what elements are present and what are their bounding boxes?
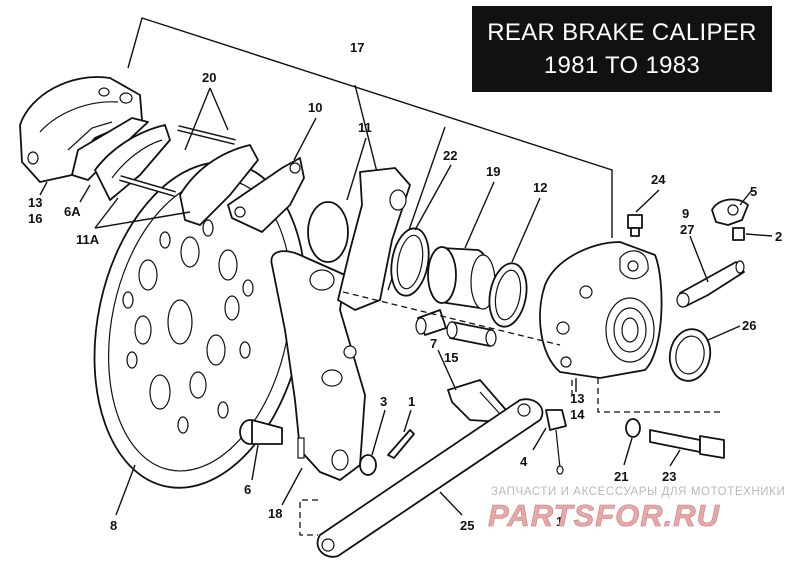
- callout-13-inner: 13: [570, 391, 584, 406]
- callout-leaders: [39, 87, 773, 516]
- callout-19: 19: [486, 164, 500, 179]
- caliper-mounting-bracket: [270, 250, 366, 481]
- pivot-pin: [239, 419, 283, 445]
- callout-14: 14: [570, 407, 585, 422]
- bushings: [415, 309, 497, 347]
- small-washer-pin: [359, 429, 415, 476]
- callout-22: 22: [443, 148, 457, 163]
- callout-labels: 17 20 10 11 22 19 12 24 5 2 9 27 26 13 1…: [28, 40, 782, 533]
- callout-21: 21: [614, 469, 628, 484]
- watermark-caption: ЗАПЧАСТИ И АКСЕССУАРЫ ДЛЯ МОТОТЕХНИКИ: [491, 486, 785, 498]
- piston-plug: [307, 201, 349, 263]
- caliper-body: [309, 167, 411, 311]
- callout-12: 12: [533, 180, 547, 195]
- brake-hose: [676, 260, 745, 308]
- callout-16: 16: [28, 211, 42, 226]
- callout-24: 24: [651, 172, 666, 187]
- callout-5: 5: [750, 184, 757, 199]
- callout-20: 20: [202, 70, 216, 85]
- callout-25: 25: [460, 518, 474, 533]
- callout-10: 10: [308, 100, 322, 115]
- watermark: ЗАПЧАСТИ И АКСЕССУАРЫ ДЛЯ МОТОТЕХНИКИ PA…: [488, 486, 785, 533]
- callout-6: 6: [244, 482, 251, 497]
- title-line-1: REAR BRAKE CALIPER: [487, 19, 757, 46]
- callout-9: 9: [682, 206, 689, 221]
- piston: [427, 246, 496, 310]
- callout-11: 11: [358, 120, 372, 135]
- inner-caliper-housing: [539, 241, 663, 379]
- callout-23: 23: [662, 469, 676, 484]
- callout-17: 17: [350, 40, 364, 55]
- hose-clamp: [711, 198, 749, 241]
- callout-1-lower: 1: [556, 514, 563, 529]
- callout-6a: 6A: [64, 204, 81, 219]
- gasket: [668, 328, 712, 382]
- title-line-2: 1981 TO 1983: [543, 52, 701, 79]
- callout-3: 3: [380, 394, 387, 409]
- assembly-dash-lines: [299, 291, 720, 536]
- castle-nut: [545, 409, 567, 475]
- callout-4: 4: [520, 454, 528, 469]
- callout-2: 2: [775, 229, 782, 244]
- callout-26: 26: [742, 318, 756, 333]
- torque-arm: [316, 398, 544, 558]
- callout-15: 15: [444, 350, 458, 365]
- callout-27: 27: [680, 222, 694, 237]
- watermark-brand: PARTSFOR.RU: [488, 498, 721, 533]
- brake-pads: [71, 117, 305, 233]
- callout-7: 7: [430, 336, 437, 351]
- callout-8: 8: [110, 518, 117, 533]
- washer-and-bolt: [625, 418, 725, 459]
- callout-13-outer: 13: [28, 195, 42, 210]
- callout-18: 18: [268, 506, 282, 521]
- caliper-pins: [119, 125, 236, 197]
- bleeder-valve: [627, 214, 643, 237]
- diagram-title-box: REAR BRAKE CALIPER 1981 TO 1983: [472, 6, 772, 92]
- callout-1-upper: 1: [408, 394, 415, 409]
- piston-seal: [390, 227, 430, 297]
- callout-11a: 11A: [76, 232, 100, 247]
- o-ring: [488, 262, 528, 328]
